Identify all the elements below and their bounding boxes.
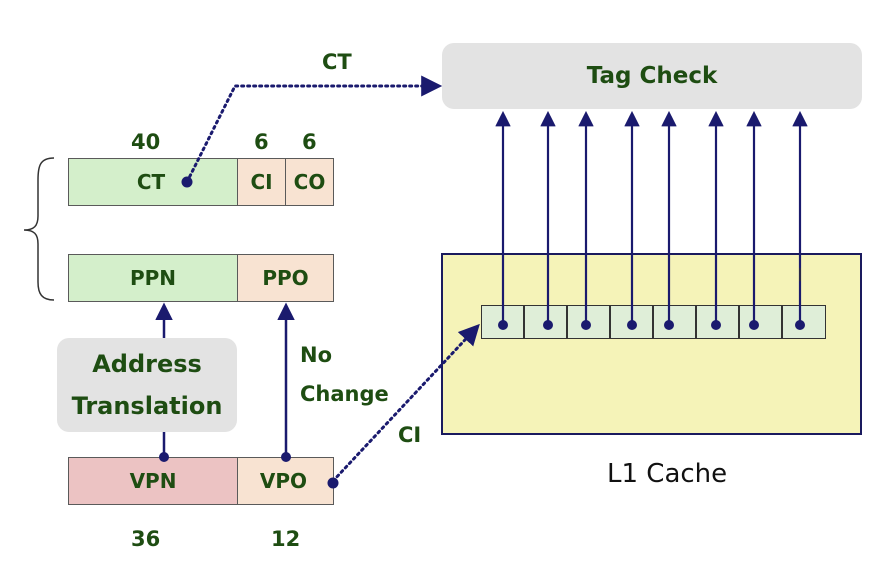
ct-field-label: CT: [136, 170, 166, 194]
vpo-dot: [281, 452, 291, 462]
ct-field: CT: [68, 158, 238, 206]
address-translation-line1: Address: [92, 350, 202, 378]
no-change-label-2: Change: [300, 382, 389, 406]
cache-dots: [498, 320, 805, 330]
vpo-size-label: 12: [271, 527, 301, 551]
no-change-label-1: No: [300, 343, 333, 367]
ci-size-label: 6: [254, 130, 269, 154]
ci-dotted-arrow: [331, 323, 480, 483]
left-brace: [23, 157, 55, 301]
vpn-size-label: 36: [131, 527, 161, 551]
address-translation-line2: Translation: [71, 392, 223, 420]
ct-size-label: 40: [131, 130, 161, 154]
cache-cell: [567, 305, 610, 339]
ppn-field: PPN: [68, 254, 238, 302]
ct-arrow-label: CT: [322, 50, 352, 74]
cache-cell: [739, 305, 782, 339]
tag-check-box: Tag Check: [442, 43, 862, 109]
vpo-ci-dot: [327, 477, 339, 489]
vpo-field: VPO: [237, 457, 334, 505]
vpo-field-label: VPO: [259, 469, 308, 493]
address-translation-box: Address Translation: [57, 338, 237, 432]
tag-check-label: Tag Check: [586, 63, 718, 89]
vpn-field: VPN: [68, 457, 238, 505]
cache-cell: [653, 305, 696, 339]
tag-arrows: [495, 110, 808, 325]
co-field: CO: [285, 158, 334, 206]
ppo-field-label: PPO: [262, 266, 309, 290]
ct-dot: [181, 176, 193, 188]
co-size-label: 6: [302, 130, 317, 154]
ci-arrow-label: CI: [398, 423, 422, 447]
ct-dotted-arrow: [185, 75, 443, 184]
vpn-field-label: VPN: [129, 469, 177, 493]
co-field-label: CO: [293, 170, 326, 194]
ppn-field-label: PPN: [129, 266, 177, 290]
l1-cache-block: [441, 253, 862, 435]
ppo-field: PPO: [237, 254, 334, 302]
vpn-dot: [159, 452, 169, 462]
ci-field-label: CI: [250, 170, 273, 194]
l1-cache-label: L1 Cache: [607, 459, 728, 489]
